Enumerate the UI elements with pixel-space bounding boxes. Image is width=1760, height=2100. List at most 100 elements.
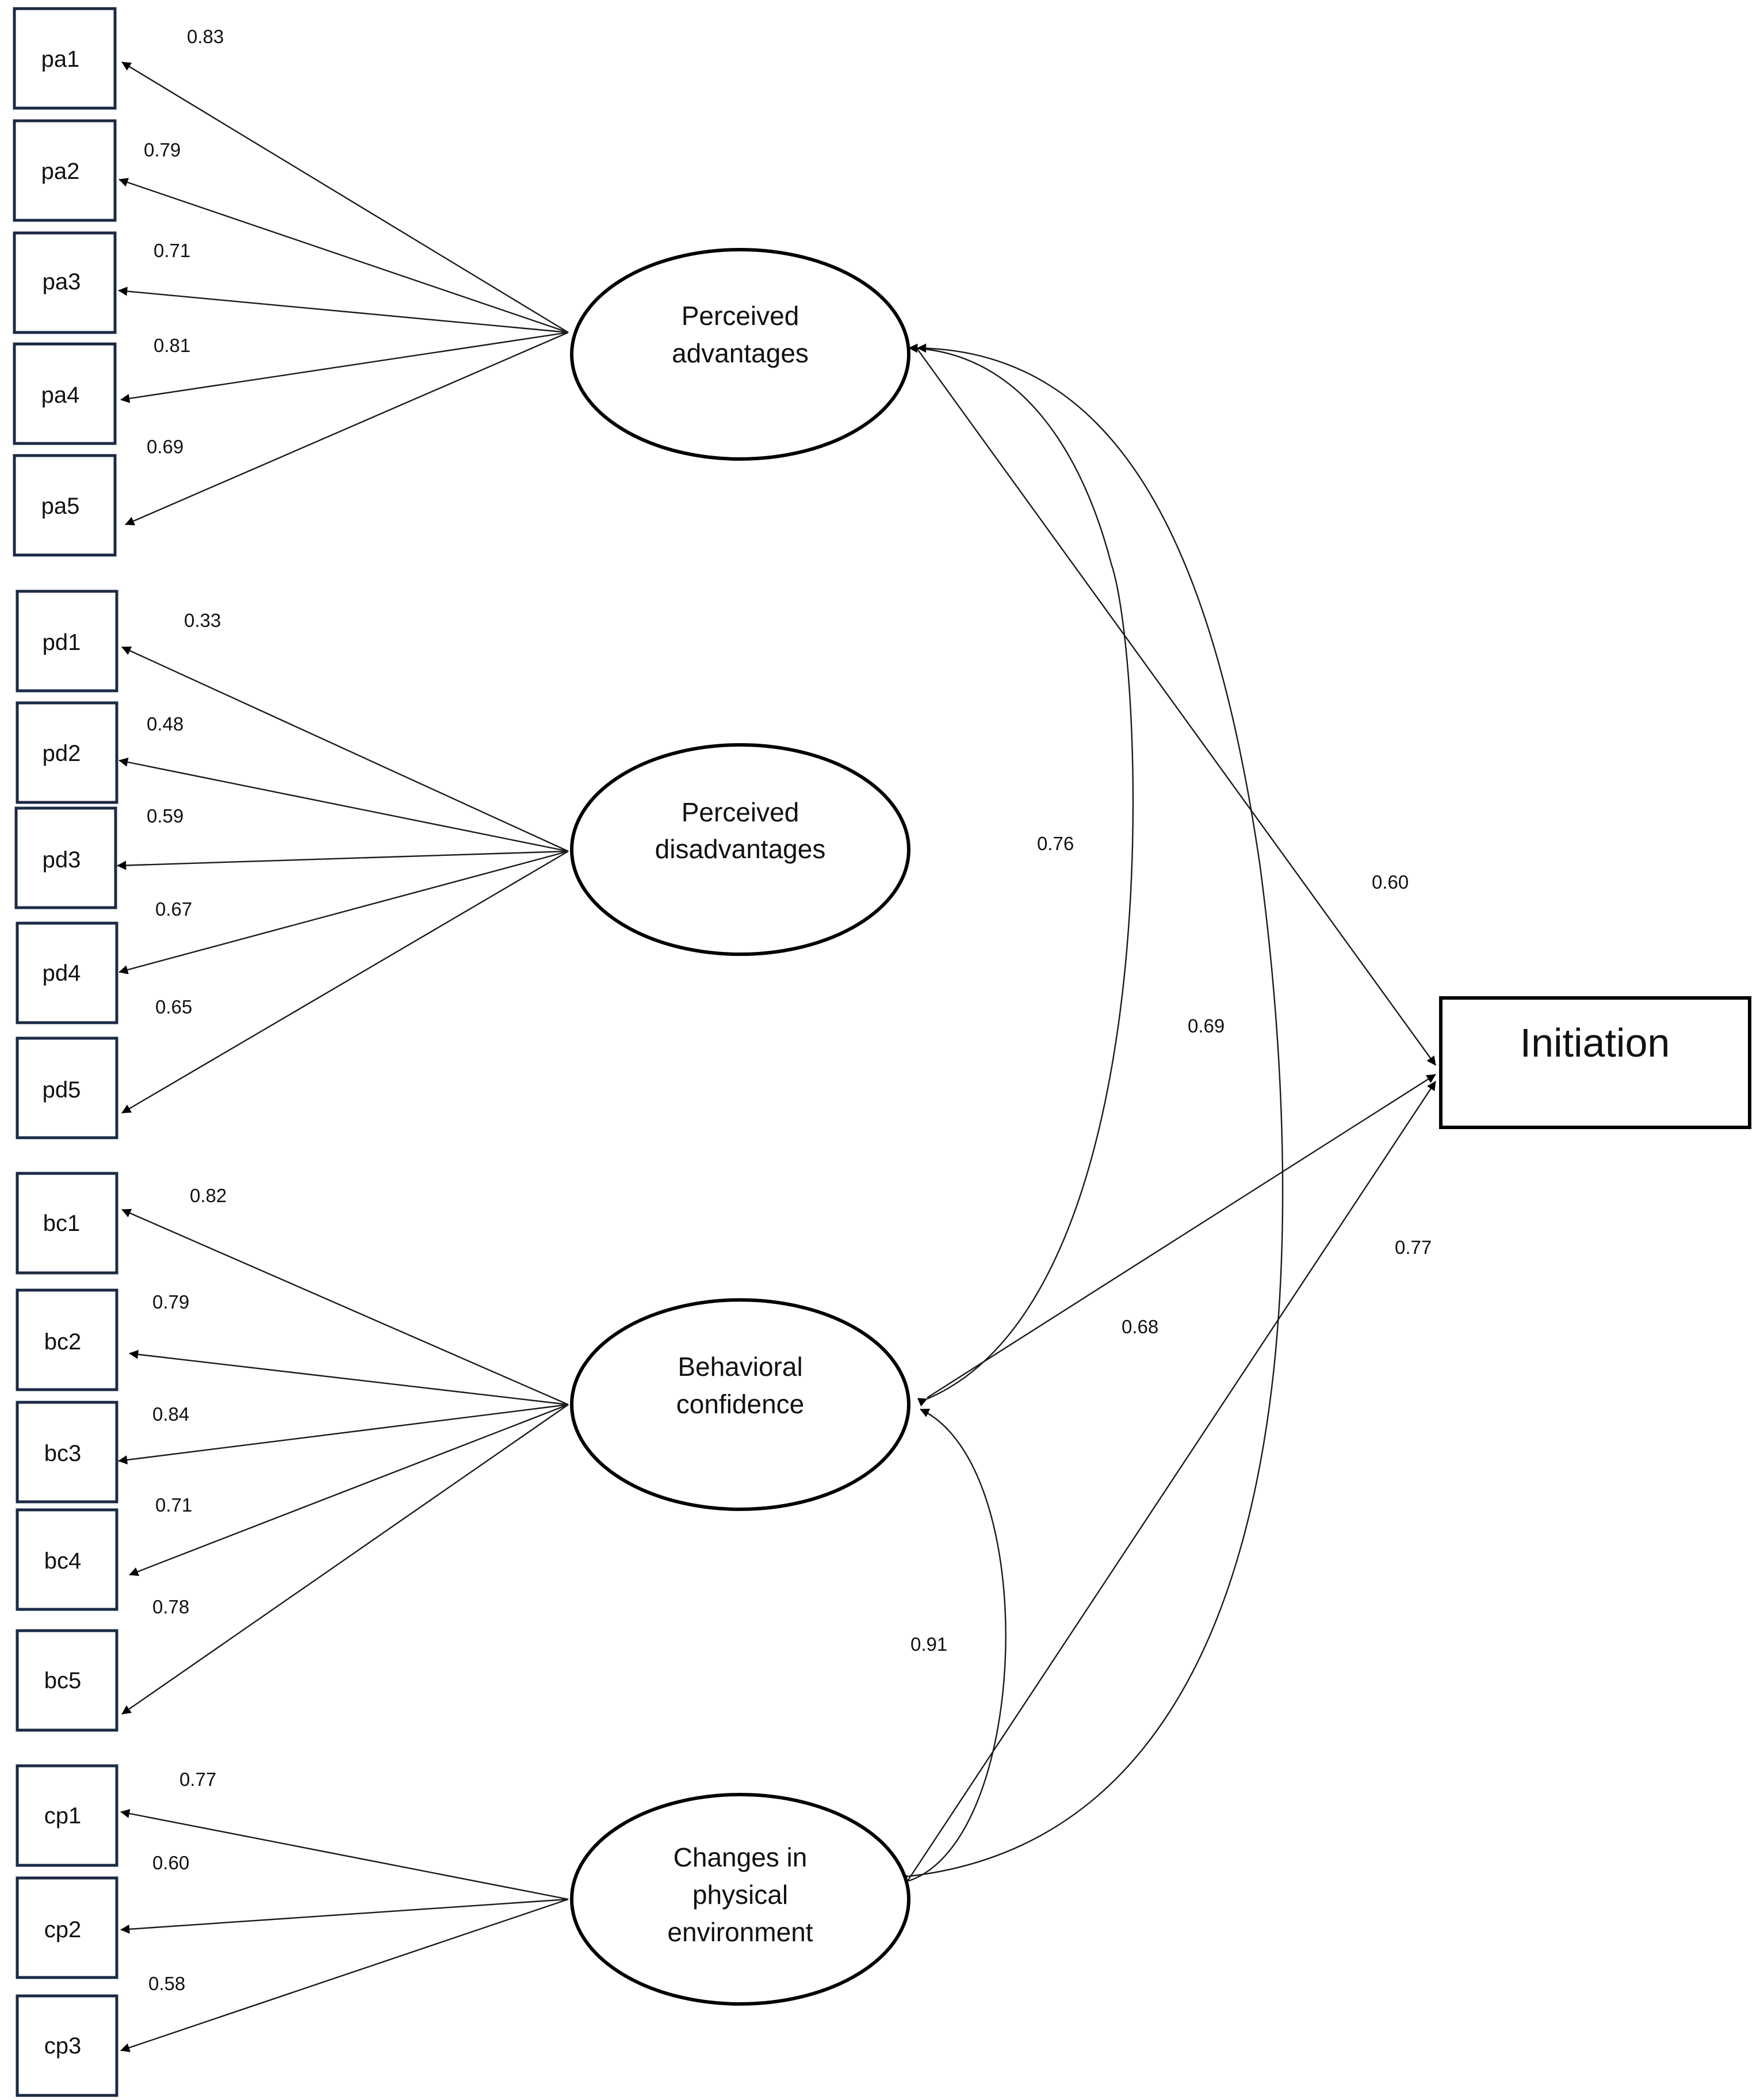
loading-path-pa3	[118, 286, 569, 334]
loading-value-pa3: 0.71	[154, 240, 190, 261]
indicator-label-pa4: pa4	[41, 382, 80, 408]
loading-value-pd1: 0.33	[184, 610, 221, 631]
indicator-box-pd1	[16, 590, 118, 693]
indicator-box-cp2	[16, 1876, 118, 1979]
latent-perceived-advantages-line2: advantages	[672, 338, 809, 368]
indicator-box-pa2	[13, 119, 117, 222]
loading-path-pa2	[118, 178, 569, 334]
indicator-label-cp2: cp2	[44, 1917, 82, 1942]
loading-value-bc1: 0.82	[190, 1185, 227, 1206]
indicator-box-pd5	[16, 1036, 118, 1139]
latent-changes-physical-environment-line2: physical	[692, 1880, 788, 1910]
loading-value-pd4: 0.67	[155, 898, 192, 920]
indicator-box-pd4	[16, 921, 118, 1024]
indicator-box-pa4	[13, 342, 117, 445]
indicator-box-pd2	[16, 701, 118, 804]
outcome-initiation-label: Initiation	[1520, 1020, 1670, 1065]
loading-path-pd5	[121, 850, 569, 1114]
loading-path-bc3	[118, 1403, 569, 1465]
outcome-initiation-box	[1439, 996, 1751, 1129]
loading-path-pa4	[120, 331, 569, 403]
loading-path-pd2	[118, 758, 569, 852]
indicator-box-pd3	[14, 806, 117, 909]
indicator-box-pa5	[13, 454, 117, 557]
loading-path-cp2	[120, 1898, 569, 1934]
indicator-label-pd3: pd3	[43, 847, 81, 873]
correlation-value-bc-cp: 0.91	[910, 1634, 947, 1655]
correlation-curve-bc-cp	[899, 1408, 1007, 1888]
indicator-label-pa3: pa3	[43, 269, 81, 294]
correlation-value-pa-bc: 0.76	[1037, 833, 1074, 854]
indicator-label-bc3: bc3	[44, 1441, 82, 1466]
indicator-label-pd2: pd2	[43, 741, 81, 766]
loading-path-bc5	[121, 1404, 569, 1715]
indicator-label-bc1: bc1	[43, 1211, 81, 1236]
indicator-label-pa1: pa1	[41, 47, 80, 72]
indicator-label-pa2: pa2	[41, 159, 80, 184]
indicator-label-pd1: pd1	[43, 630, 81, 655]
latent-changes-physical-environment-line3: environment	[667, 1917, 813, 1947]
loading-path-bc2	[129, 1349, 569, 1406]
loading-path-cp1	[120, 1809, 569, 1900]
path-value-bc-initiation: 0.68	[1122, 1316, 1158, 1337]
loading-path-pd4	[118, 850, 569, 974]
indicator-box-cp1	[16, 1764, 118, 1867]
latent-perceived-disadvantages	[570, 743, 910, 956]
correlation-curve-pa-bc	[908, 343, 1134, 1407]
loading-value-cp2: 0.60	[152, 1852, 189, 1873]
indicator-label-pa5: pa5	[41, 494, 80, 519]
indicator-label-cp1: cp1	[44, 1803, 82, 1829]
structural-path-cp-initiation	[906, 1081, 1437, 1881]
indicator-label-bc4: bc4	[44, 1548, 82, 1574]
indicator-box-bc5	[16, 1629, 118, 1732]
correlation-curve-pa-cp	[899, 343, 1284, 1882]
loading-path-pd1	[121, 646, 569, 852]
loading-value-bc2: 0.79	[152, 1291, 189, 1313]
indicator-label-pd4: pd4	[43, 961, 81, 986]
structural-path-pa-initiation	[914, 345, 1436, 1066]
path-value-pa-initiation: 0.60	[1372, 871, 1409, 893]
loading-value-pa5: 0.69	[147, 436, 183, 457]
latent-perceived-disadvantages-line2: disadvantages	[655, 834, 826, 864]
loading-value-bc3: 0.84	[152, 1403, 189, 1425]
indicator-label-bc5: bc5	[44, 1668, 82, 1693]
loading-value-cp1: 0.77	[179, 1769, 216, 1790]
latent-perceived-advantages	[570, 248, 910, 461]
latent-behavioral-confidence-line2: confidence	[676, 1389, 805, 1419]
loading-value-bc4: 0.71	[155, 1494, 192, 1516]
correlation-value-pa-cp: 0.69	[1188, 1015, 1225, 1036]
loading-path-bc4	[129, 1403, 569, 1576]
loading-value-cp3: 0.58	[148, 1973, 185, 1994]
loading-value-bc5: 0.78	[152, 1596, 189, 1617]
indicator-box-pa1	[13, 7, 117, 110]
loading-path-bc1	[121, 1208, 569, 1406]
loading-value-pa1: 0.83	[187, 26, 224, 47]
latent-changes-physical-environment-line1: Changes in	[674, 1842, 808, 1872]
indicator-label-pd5: pd5	[43, 1077, 81, 1103]
structural-path-bc-initiation	[927, 1073, 1436, 1399]
indicator-box-bc2	[16, 1288, 118, 1391]
loading-value-pa2: 0.79	[144, 139, 181, 160]
loading-path-cp3	[120, 1898, 569, 2052]
loading-value-pd3: 0.59	[147, 805, 183, 827]
indicator-box-bc1	[16, 1172, 118, 1275]
loading-value-pd5: 0.65	[155, 996, 192, 1018]
indicator-box-bc4	[16, 1508, 118, 1611]
latent-perceived-advantages-line1: Perceived	[682, 301, 799, 331]
latent-perceived-disadvantages-line1: Perceived	[682, 797, 799, 827]
indicator-label-bc2: bc2	[44, 1329, 82, 1355]
path-value-cp-initiation: 0.77	[1395, 1237, 1432, 1258]
latent-behavioral-confidence	[570, 1298, 910, 1511]
latent-behavioral-confidence-line1: Behavioral	[678, 1352, 802, 1382]
loading-path-pa5	[125, 331, 569, 526]
indicator-label-cp3: cp3	[44, 2033, 82, 2059]
latent-changes-physical-environment	[570, 1793, 910, 2006]
indicator-box-bc3	[16, 1401, 118, 1504]
loading-value-pd2: 0.48	[147, 713, 183, 735]
loading-path-pa1	[121, 61, 569, 334]
loading-path-pd3	[117, 850, 569, 870]
indicator-box-cp3	[16, 1994, 118, 2097]
loading-value-pa4: 0.81	[154, 335, 190, 356]
indicator-box-pa3	[13, 231, 117, 334]
